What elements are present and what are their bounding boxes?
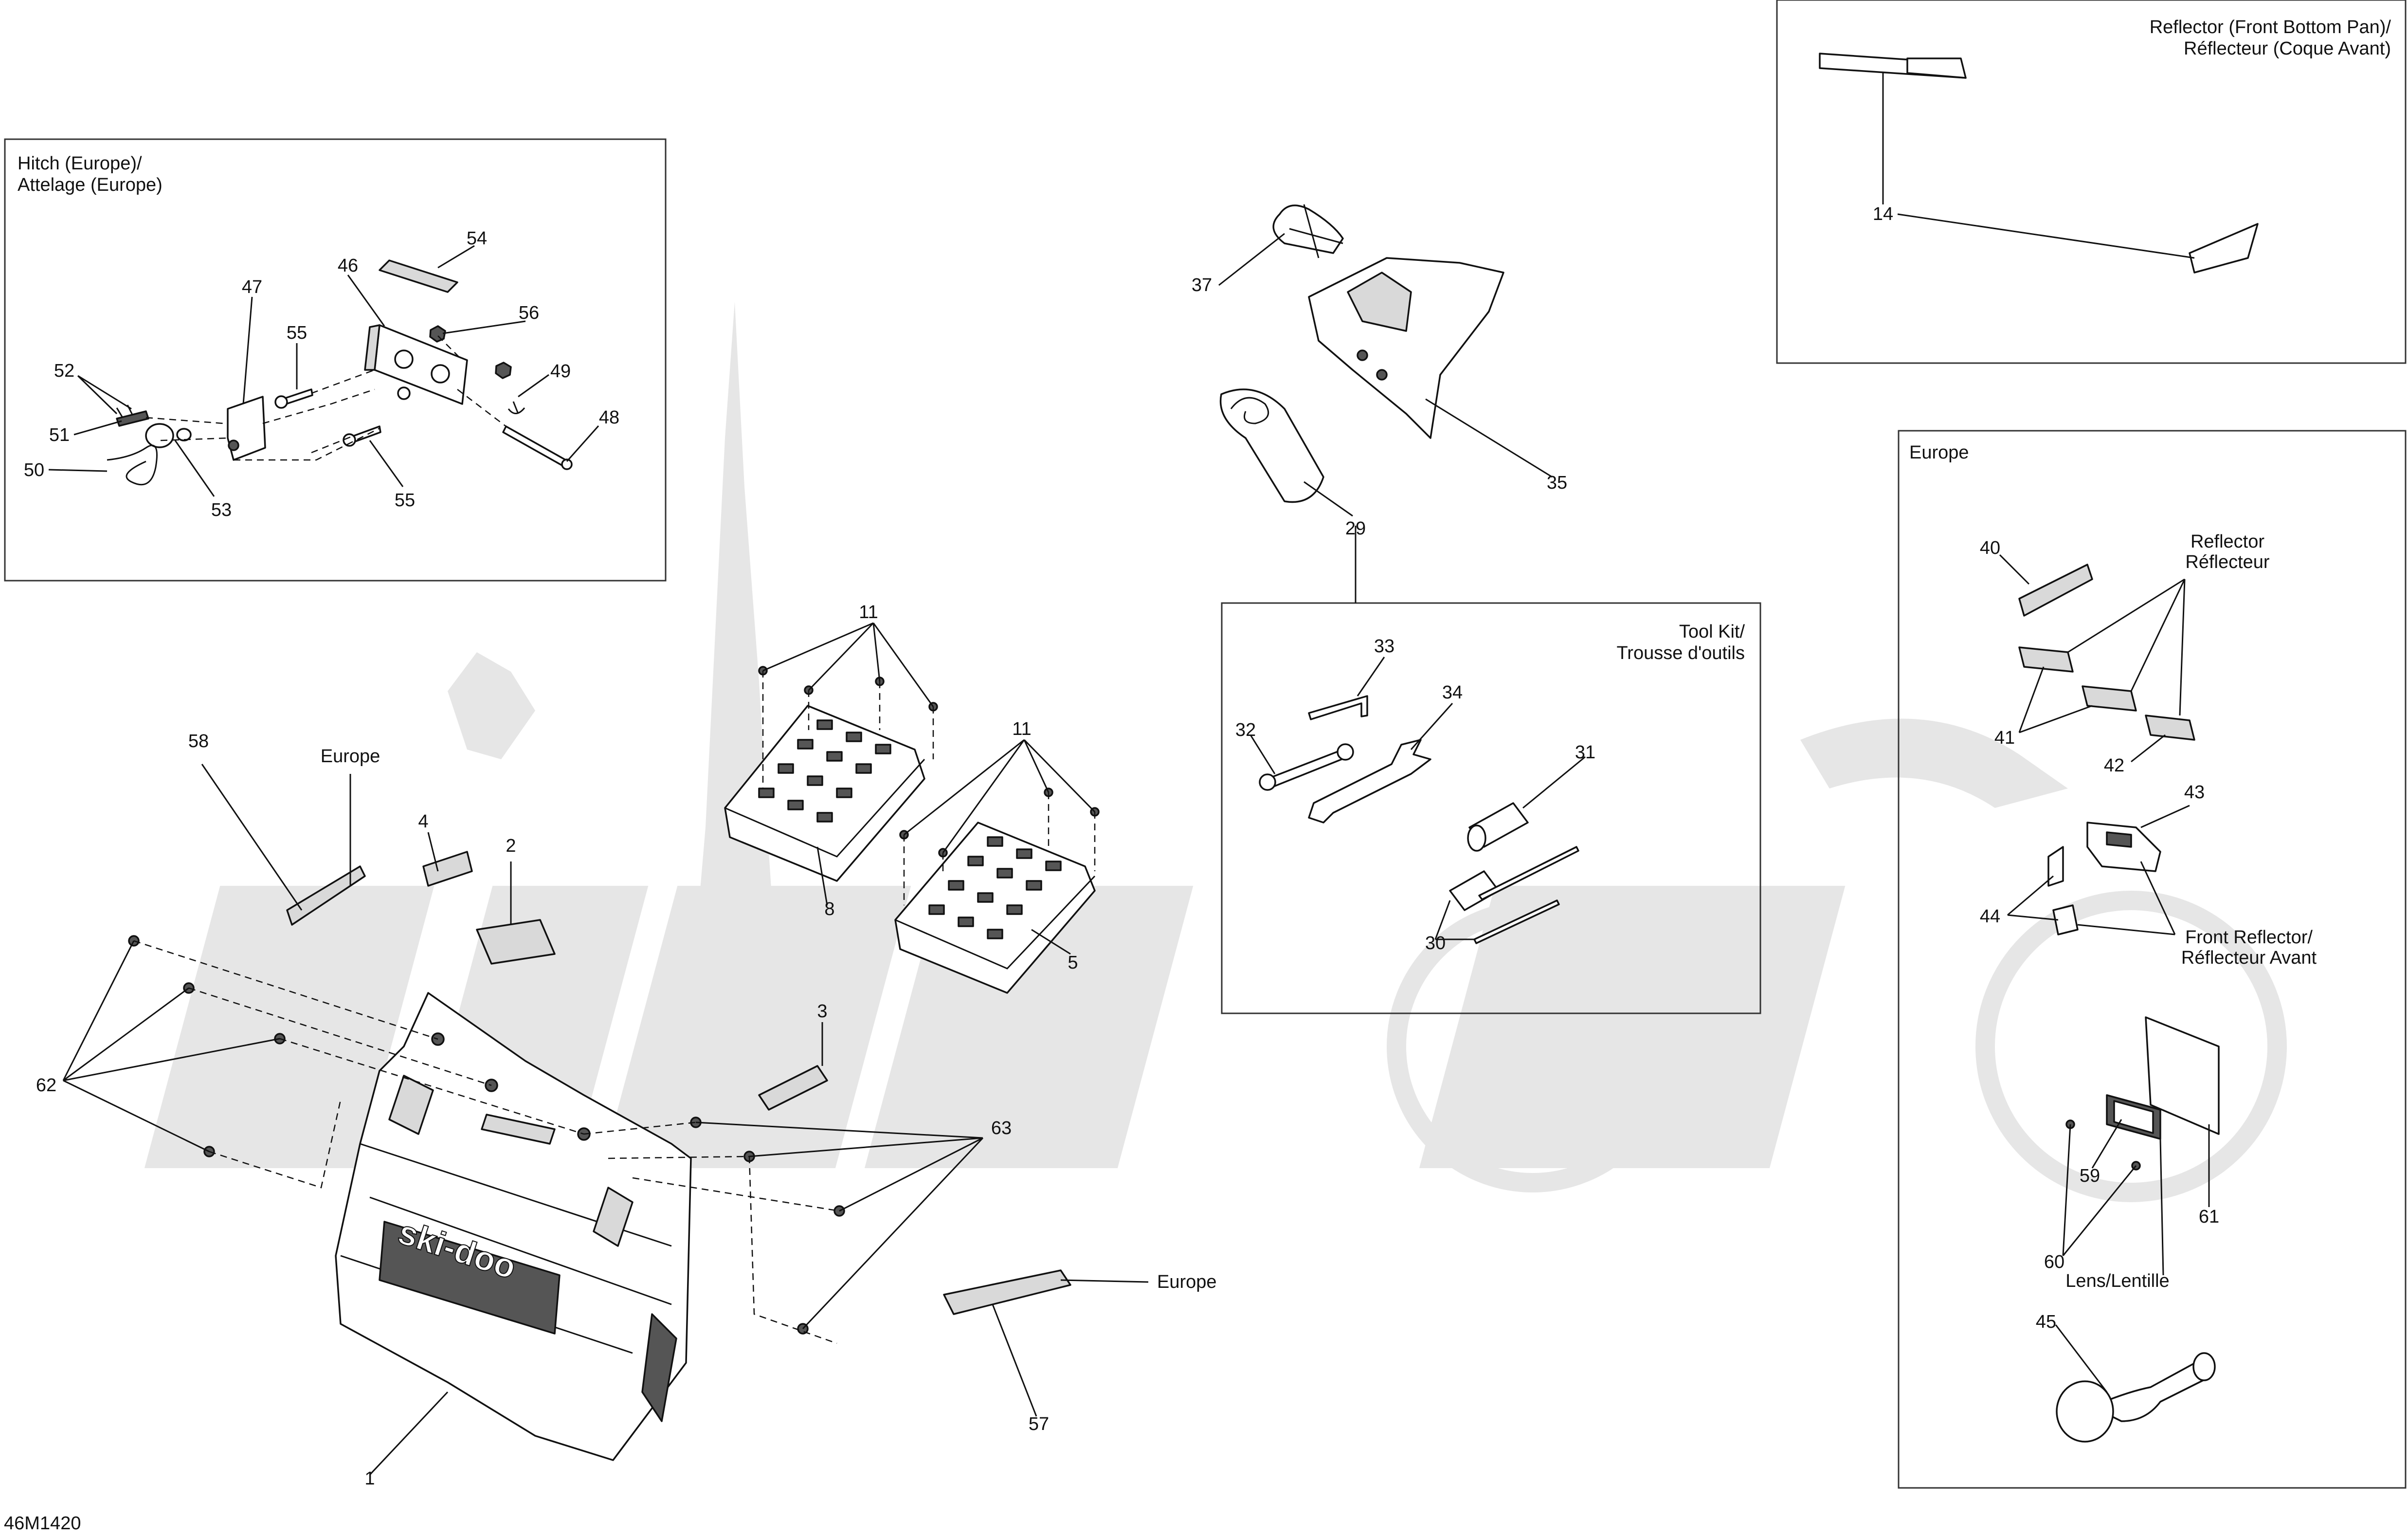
callout-4: 4 [418,811,428,832]
wrench-32 [1267,749,1349,787]
callout-40: 40 [1980,538,2000,558]
callout-37: 37 [1192,275,1212,295]
callout-48: 48 [599,407,619,428]
callout-2: 2 [506,836,516,856]
reflector-label-line1: Reflector [2191,531,2264,552]
tool-kit-title-line2: Trousse d'outils [1616,643,1745,663]
ski-doo-logo-plate [379,1221,561,1335]
callout-45: 45 [2036,1312,2056,1332]
callout-60: 60 [2044,1252,2064,1272]
bracket-44a [2047,846,2064,887]
callout-53: 53 [211,500,232,520]
callout-5: 5 [1068,953,1078,973]
callout-55a: 55 [287,323,307,343]
decal-3 [758,1065,828,1111]
europe-inset-frame [1898,430,2407,1489]
tool-kit-title-line1: Tool Kit/ [1679,622,1745,642]
front-reflector-label-line2: Réflecteur Avant [2181,948,2317,968]
callout-35: 35 [1547,473,1567,493]
tool-kit-inset-frame [1221,602,1761,1014]
reflector-pan-parts [1819,53,2259,274]
callout-11b: 11 [1012,719,1031,739]
callout-59: 59 [2080,1166,2100,1186]
running-board-5 [894,822,1096,994]
decal-2 [476,919,556,965]
decal-58 [286,865,366,926]
callout-63: 63 [991,1118,1012,1138]
callout-56: 56 [519,303,539,323]
running-boards [724,666,1100,994]
callout-46: 46 [338,256,358,276]
callout-54: 54 [467,228,487,249]
callout-52: 52 [54,361,74,381]
front-reflector-label-line1: Front Reflector/ [2185,927,2313,948]
reflector-strip-14b [2189,223,2259,274]
callout-3: 3 [817,1001,827,1022]
hitch-parts [107,259,573,486]
reflector-42a [2082,685,2137,712]
callout-49: 49 [550,361,571,382]
hitch-inset-title-line2: Attelage (Europe) [18,175,163,195]
decal-40 [2018,564,2093,617]
callout-29: 29 [1345,518,1366,539]
callout-50: 50 [24,460,44,480]
callout-43: 43 [2184,782,2205,803]
reflector-front-bottom-pan-inset-frame [1776,0,2407,364]
strip-54 [379,259,458,293]
reflector-pan-title-line1: Reflector (Front Bottom Pan)/ [2150,17,2391,37]
strap-37 [1272,204,1344,254]
front-panel-assembly: ski-doo [128,851,1071,1461]
callouts: 1 2 3 4 5 8 11 11 14 29 30 31 32 33 34 3… [24,204,2219,1489]
callout-42: 42 [2104,755,2124,776]
callout-44: 44 [1980,906,2000,927]
leader-lines [48,73,2210,1476]
callout-61: 61 [2199,1207,2219,1227]
tool-holder-35 [1308,257,1504,439]
callout-31: 31 [1575,742,1595,763]
reflector-pan-title-line2: Réflecteur (Coque Avant) [2184,38,2391,59]
decal-4 [422,851,473,887]
callout-55b: 55 [395,490,415,511]
europe-label-58: Europe [321,746,380,767]
callout-8: 8 [824,899,834,919]
europe-label-57: Europe [1157,1272,1217,1292]
tool-holder-parts [1219,204,1504,503]
drawing-id: 46M1420 [4,1513,81,1534]
hitch-bracket-46 [374,324,468,405]
callout-62: 62 [36,1075,56,1096]
callout-1: 1 [364,1468,375,1489]
reflector-42b [2145,715,2195,741]
callout-51: 51 [49,425,70,445]
decal-57 [943,1269,1071,1315]
europe-inset-title: Europe [1909,442,1969,463]
spanner-34 [1308,739,1431,824]
callout-11a: 11 [859,602,878,623]
callout-47: 47 [242,277,262,297]
lens-label: Lens/Lentille [2065,1271,2169,1291]
hex-key-33 [1308,695,1368,720]
hitch-inset-title-line1: Hitch (Europe)/ [18,153,142,174]
reflector-label-line2: Réflecteur [2185,552,2270,572]
callout-33: 33 [1374,636,1394,657]
callout-32: 32 [1235,720,1256,740]
license-plate-61 [2145,1016,2220,1135]
callout-34: 34 [1442,682,1463,703]
callout-57: 57 [1029,1414,1049,1434]
callout-41: 41 [1994,728,2015,748]
reflector-41 [2018,646,2074,673]
callout-30: 30 [1425,933,1446,953]
tool-kit-parts [1259,695,1579,944]
callout-14: 14 [1873,204,1893,224]
europe-inset-parts [2018,564,2220,1443]
tool-roll-29 [1219,388,1324,503]
bracket-44b [2052,904,2079,935]
running-board-8 [724,705,925,882]
hitch-inset-frame [4,138,667,582]
callout-58: 58 [188,731,209,751]
